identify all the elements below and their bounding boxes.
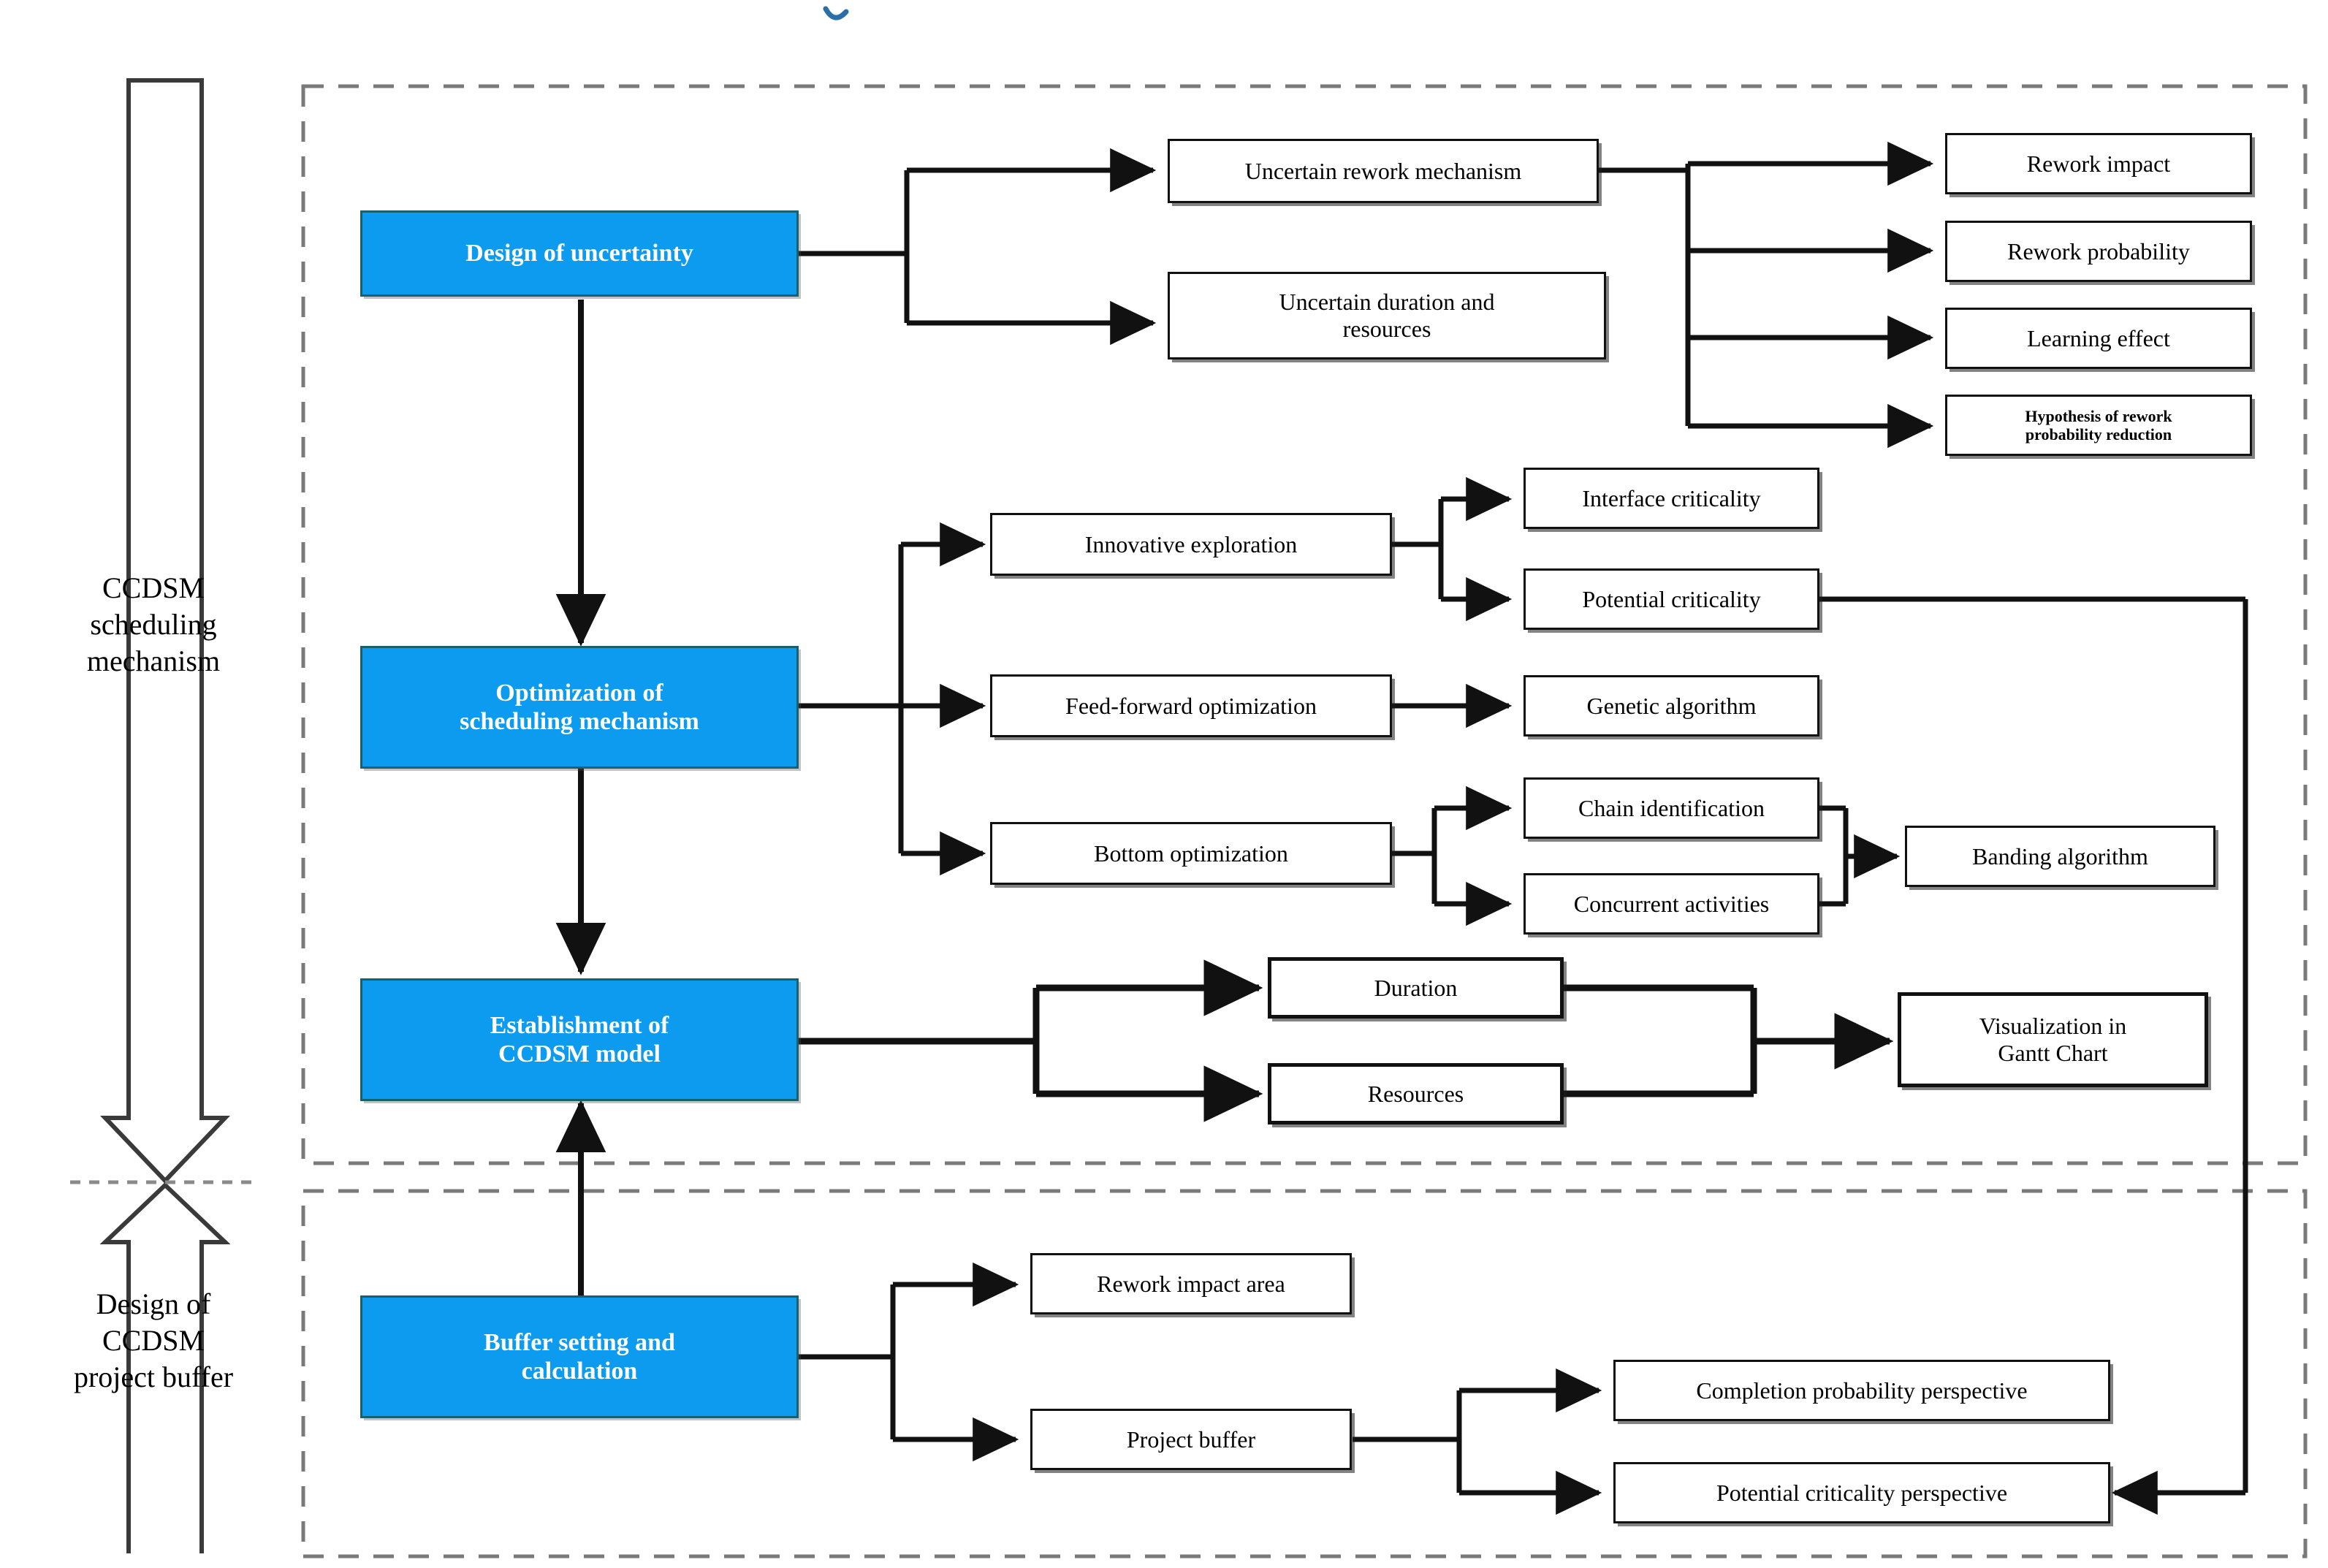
node-concurrent-activities[interactable]: Concurrent activities [1524,873,1819,935]
node-banding-algorithm[interactable]: Banding algorithm [1905,826,2215,887]
node-resources[interactable]: Resources [1268,1063,1564,1124]
node-label: Potential criticality [1582,585,1761,612]
side-label-design-of-ccdsm-project-buffer: Design of CCDSM project buffer [73,1287,234,1393]
node-label: Uncertain duration and resources [1279,289,1495,342]
node-label: Genetic algorithm [1586,692,1757,719]
edges-uncertainty-branch [799,148,1157,346]
node-label: Uncertain rework mechanism [1244,157,1522,184]
node-label: Establishment of CCDSM model [490,1011,669,1067]
side-label-ccdsm-scheduling-mechanism: CCDSM scheduling mechanism [86,571,221,677]
node-chain-identification[interactable]: Chain identification [1524,777,1819,839]
node-label: Learning effect [2027,324,2170,351]
node-feed-forward-optimization[interactable]: Feed-forward optimization [990,674,1392,737]
edges-optimization-branch [799,522,986,876]
edges-rework-fanout [1597,141,1934,449]
edges-buffer-branch [799,1262,1019,1462]
node-label: Optimization of scheduling mechanism [460,679,699,735]
node-genetic-algorithm[interactable]: Genetic algorithm [1524,675,1819,737]
node-rework-probability[interactable]: Rework probability [1945,221,2252,282]
node-label: Concurrent activities [1573,890,1770,917]
node-label: Project buffer [1126,1426,1256,1453]
node-label: Rework probability [2007,237,2190,264]
node-optimization-of-scheduling[interactable]: Optimization of scheduling mechanism [360,646,799,769]
node-buffer-setting-and-calculation[interactable]: Buffer setting and calculation [360,1295,799,1418]
node-project-buffer[interactable]: Project buffer [1030,1409,1352,1470]
node-label: Completion probability perspective [1696,1377,2028,1404]
node-label: Resources [1367,1080,1464,1107]
node-hypothesis-rework-probability-reduction[interactable]: Hypothesis of rework probability reducti… [1945,395,2252,456]
node-bottom-optimization[interactable]: Bottom optimization [990,822,1392,885]
node-label: Buffer setting and calculation [484,1328,675,1385]
node-label: Hypothesis of rework probability reducti… [2025,406,2172,444]
node-label: Rework impact area [1097,1270,1285,1297]
edges-project-buffer-branch [1353,1368,1602,1515]
cut-off-text-fragment [823,6,849,20]
edges-bottom-branch [1392,785,1513,926]
node-potential-criticality[interactable]: Potential criticality [1524,568,1819,630]
node-label: Chain identification [1578,794,1765,821]
node-design-of-uncertainty[interactable]: Design of uncertainty [360,210,799,297]
node-rework-impact[interactable]: Rework impact [1945,133,2252,194]
node-duration[interactable]: Duration [1268,957,1564,1019]
node-label: Visualization in Gantt Chart [1979,1013,2127,1066]
node-rework-impact-area[interactable]: Rework impact area [1030,1253,1352,1314]
node-label: Interface criticality [1582,484,1761,511]
node-label: Potential criticality perspective [1716,1479,2008,1506]
node-completion-probability-perspective[interactable]: Completion probability perspective [1613,1360,2110,1421]
node-uncertain-rework-mechanism[interactable]: Uncertain rework mechanism [1168,139,1599,203]
node-label: Design of uncertainty [465,240,693,267]
node-label: Innovative exploration [1084,530,1298,557]
node-label: Duration [1374,974,1458,1001]
node-establishment-of-ccdsm-model[interactable]: Establishment of CCDSM model [360,978,799,1101]
node-innovative-exploration[interactable]: Innovative exploration [990,513,1392,576]
node-learning-effect[interactable]: Learning effect [1945,308,2252,369]
node-label: Rework impact [2026,150,2171,177]
node-label: Bottom optimization [1094,840,1288,867]
node-visualization-gantt-chart[interactable]: Visualization in Gantt Chart [1898,992,2208,1087]
node-uncertain-duration-resources[interactable]: Uncertain duration and resources [1168,272,1606,359]
node-potential-criticality-perspective[interactable]: Potential criticality perspective [1613,1462,2110,1523]
node-label: Banding algorithm [1972,842,2148,869]
edges-innovative-branch [1392,476,1513,622]
node-label: Feed-forward optimization [1065,692,1317,719]
node-interface-criticality[interactable]: Interface criticality [1524,468,1819,529]
